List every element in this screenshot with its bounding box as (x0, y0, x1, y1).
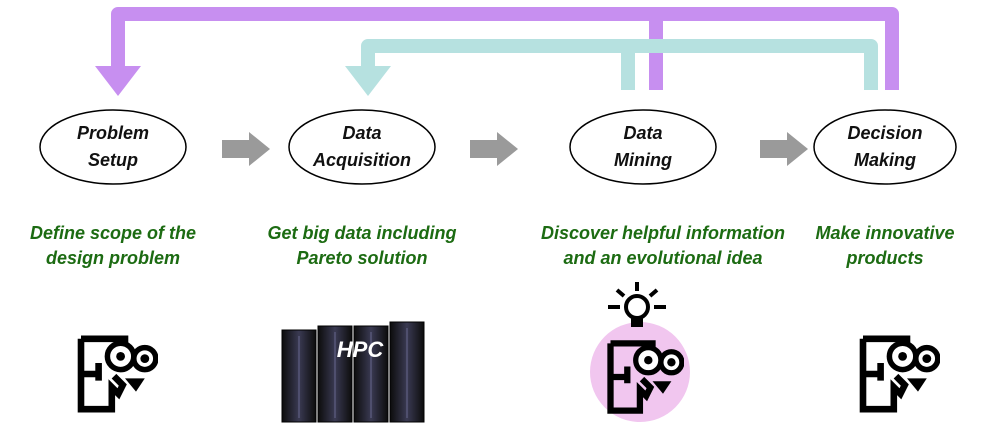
stage-description-decision-making: Make innovative products (765, 221, 981, 271)
description-line: Pareto solution (296, 248, 428, 268)
step-arrow-3 (760, 132, 808, 166)
description-line: Define scope of the (29, 223, 197, 243)
stage-description-data-acquisition: Get big data including Pareto solution (242, 221, 482, 271)
stage-label-line2: Setup (88, 150, 138, 170)
thinking-person-icon (863, 339, 938, 409)
stage-label-line1: Problem (77, 123, 149, 143)
stage-decision-making: Decision Making (813, 109, 957, 185)
stage-data-acquisition: Data Acquisition (288, 109, 436, 185)
description-line: Discover helpful information (540, 223, 786, 243)
person-with-lightbulb-icon (590, 282, 690, 422)
hpc-server-rack-icon: HPC (281, 321, 425, 423)
thinking-person-icon (81, 339, 156, 409)
inner-feedback-loop-arrow (345, 39, 878, 96)
stage-label-line2: Acquisition (312, 150, 411, 170)
description-line: and an evolutional idea (563, 248, 763, 268)
step-arrow-2 (470, 132, 518, 166)
stage-data-mining: Data Mining (569, 109, 717, 185)
step-arrow-1 (222, 132, 270, 166)
stage-label-line2: Making (854, 150, 916, 170)
stage-label-line1: Data (623, 123, 662, 143)
description-line: Make innovative (815, 223, 955, 243)
stage-problem-setup: Problem Setup (39, 109, 187, 185)
stage-label-line1: Data (342, 123, 381, 143)
stage-label-line2: Mining (614, 150, 672, 170)
description-line: products (846, 248, 924, 268)
stage-description-data-mining: Discover helpful information and an evol… (518, 221, 808, 271)
lightbulb-icon (608, 282, 666, 327)
stage-description-problem-setup: Define scope of the design problem (0, 221, 233, 271)
outer-feedback-loop-arrow (95, 7, 899, 96)
stage-label-line1: Decision (847, 123, 922, 143)
description-line: Get big data including (267, 223, 457, 243)
hpc-label: HPC (337, 337, 385, 362)
description-line: design problem (45, 248, 180, 268)
